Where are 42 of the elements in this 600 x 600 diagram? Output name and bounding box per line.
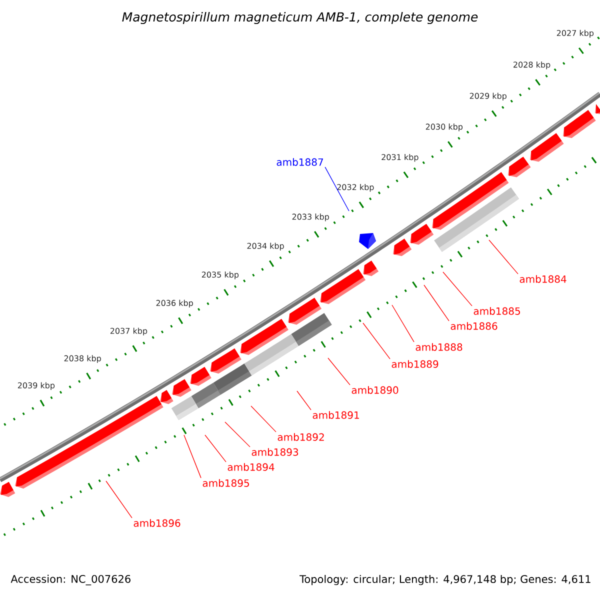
leader-line	[328, 358, 350, 386]
leader-line	[424, 284, 450, 322]
gene-label: amb1891	[312, 411, 359, 419]
scale-label: 2038 kbp	[64, 355, 101, 363]
leader-line	[224, 422, 250, 448]
leader-line	[324, 166, 350, 212]
leader-line	[392, 304, 414, 342]
scale-label: 2033 kbp	[292, 214, 329, 222]
scale-label: 2036 kbp	[156, 300, 193, 308]
gene-label: amb1896	[134, 519, 180, 527]
leader-line	[106, 480, 132, 518]
scale-label: 2037 kbp	[110, 328, 148, 336]
scale-label: 2031 kbp	[382, 154, 418, 162]
leader-line	[204, 434, 226, 462]
gene-label: amb1885	[474, 307, 520, 315]
scale-label: 2030 kbp	[426, 124, 463, 132]
leader-line	[442, 272, 472, 306]
gene-label: amb1890	[352, 386, 398, 394]
gene-label: amb1889	[392, 360, 438, 368]
gene-label: amb1892	[278, 433, 324, 441]
scale-label: 2027 kbp	[556, 30, 594, 38]
gene-label: amb1895	[202, 479, 249, 487]
title: Magnetospirillum magneticum AMB-1, complete genome	[122, 12, 478, 24]
gene-label: amb1887	[276, 158, 323, 166]
leader-line	[362, 322, 390, 360]
footer-text: Accession: NC_007626	[10, 574, 130, 586]
gene-label: amb1884	[520, 275, 566, 283]
scale-label: 2029 kbp	[470, 92, 507, 100]
scale-label: 2034 kbp	[247, 242, 284, 250]
leader-line	[296, 390, 312, 410]
gene-label: amb1894	[228, 463, 274, 471]
leader-line	[184, 434, 202, 478]
gene-label: amb1888	[416, 343, 462, 351]
leader-line	[250, 406, 276, 432]
footer-text: Topology: circular; Length: 4,967,148 bp; Genes: 4,611	[300, 574, 590, 586]
leader-line	[488, 240, 518, 274]
scale-label: 2035 kbp	[202, 271, 239, 280]
scale-label: 2032 kbp	[337, 184, 374, 192]
gene-label: amb1893	[252, 448, 298, 456]
gene-label: amb1886	[450, 322, 498, 330]
scale-label: 2039 kbp	[18, 382, 55, 390]
scale-label: 2028 kbp	[514, 62, 550, 70]
